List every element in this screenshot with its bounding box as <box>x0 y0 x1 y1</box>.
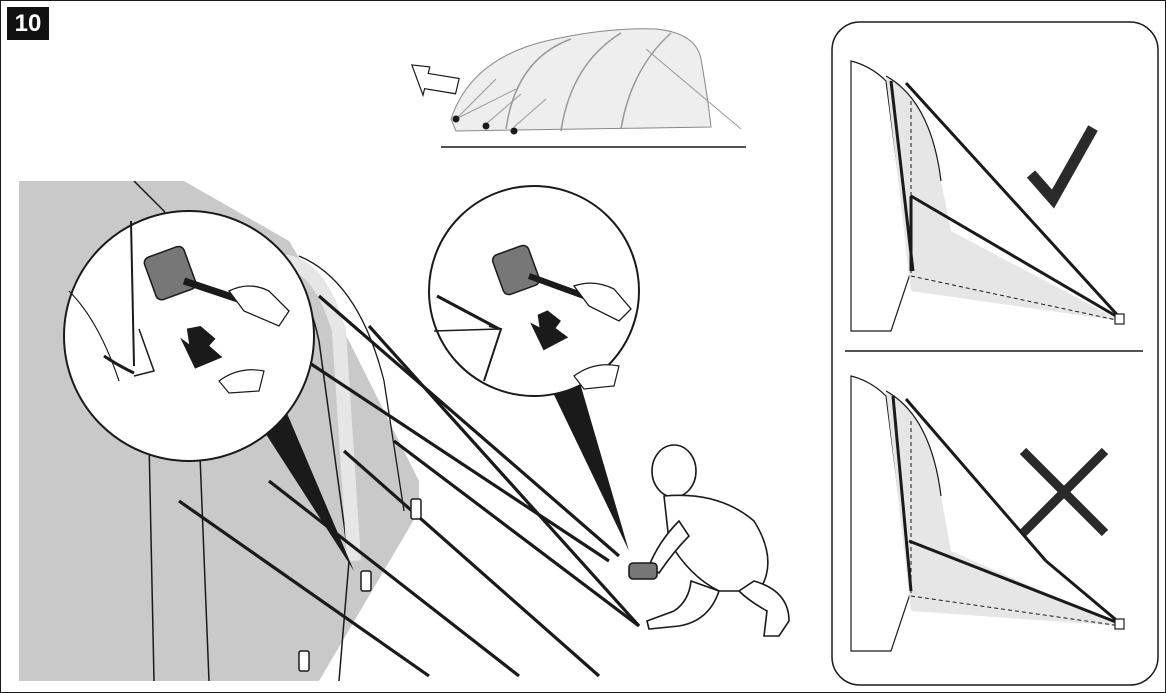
zoom-callout-left <box>64 211 314 461</box>
tent-overview-illustration <box>396 19 756 154</box>
tent-overview-shape <box>451 29 741 131</box>
peg-marker <box>483 123 490 130</box>
kneeling-person-figure <box>629 445 789 636</box>
zoom-callout-right <box>429 186 639 396</box>
peg-marker <box>453 116 460 123</box>
peg-marker <box>511 128 518 135</box>
step-number-badge: 10 <box>7 7 49 40</box>
comparison-panel <box>831 21 1159 686</box>
arrow-pointer-icon <box>402 50 465 111</box>
main-scene-illustration <box>19 181 819 681</box>
